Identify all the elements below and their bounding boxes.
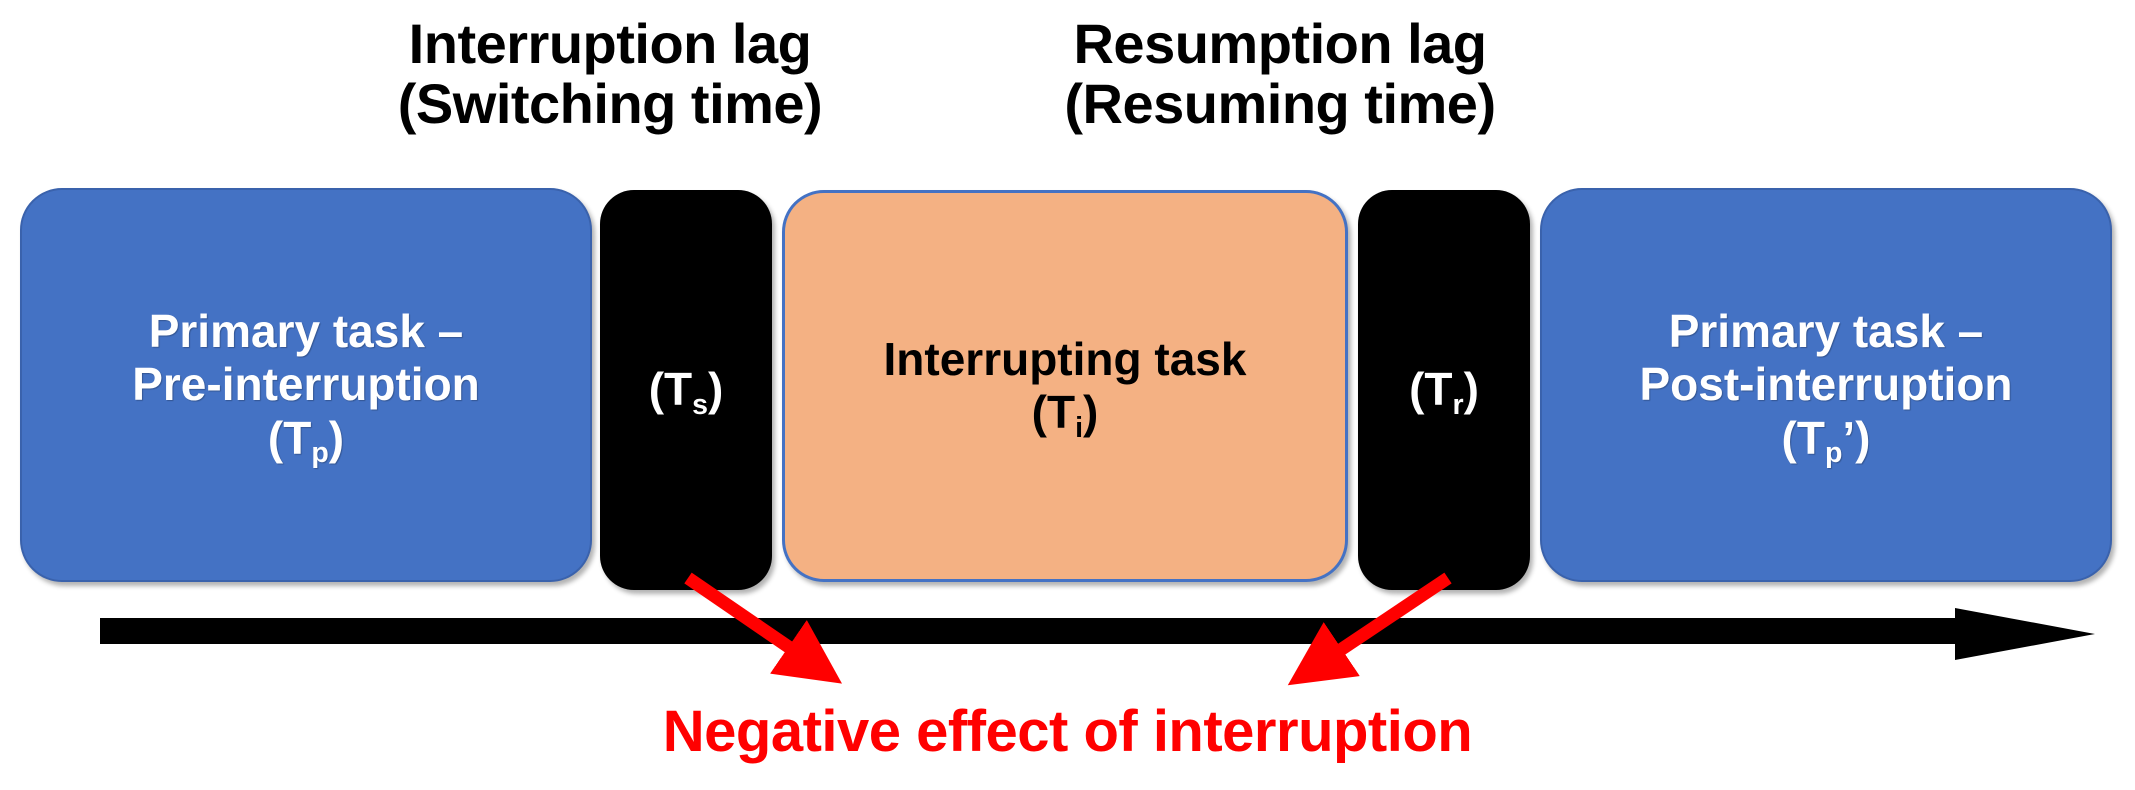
- resumption-lag-label: Resumption lag (Resuming time): [1000, 12, 1560, 136]
- post-symbol: (Tp’): [1781, 411, 1871, 470]
- interrupting-task-text: Interrupting task (Ti): [874, 332, 1257, 444]
- pre-symbol-sub: p: [311, 437, 329, 470]
- pre-line1: Primary task –: [148, 304, 464, 357]
- interruption-lag-line2: (Switching time): [397, 72, 823, 136]
- primary-task-post-interruption-text: Primary task – Post-interruption (Tp’): [1629, 304, 2022, 470]
- post-line1: Primary task –: [1668, 304, 1984, 357]
- resuming-time-symbol: (Tr): [1399, 363, 1489, 421]
- interrupting-line1: Interrupting task: [883, 332, 1247, 385]
- pre-line2: Pre-interruption: [132, 358, 480, 411]
- primary-task-post-interruption-box: Primary task – Post-interruption (Tp’): [1540, 188, 2112, 582]
- post-symbol-close: ’): [1842, 411, 1871, 464]
- post-symbol-sub: p: [1824, 437, 1843, 470]
- ts-symbol-open: (T: [648, 363, 693, 416]
- interrupting-symbol: (Ti): [1031, 386, 1099, 444]
- primary-task-pre-interruption-box: Primary task – Pre-interruption (Tp): [20, 188, 592, 582]
- interruption-lag-label: Interruption lag (Switching time): [330, 12, 890, 136]
- ts-symbol-sub: s: [692, 388, 708, 421]
- resumption-lag-line2: (Resuming time): [1064, 72, 1496, 136]
- interrupting-task-box: Interrupting task (Ti): [782, 190, 1348, 582]
- resuming-time-box: (Tr): [1358, 190, 1530, 590]
- pre-symbol: (Tp): [267, 411, 345, 470]
- tr-symbol-close: ): [1463, 363, 1479, 416]
- negative-effect-caption: Negative effect of interruption: [662, 699, 1473, 764]
- primary-task-pre-interruption-text: Primary task – Pre-interruption (Tp): [122, 304, 490, 470]
- ts-symbol-close: ): [707, 363, 724, 416]
- ti-symbol-open: (T: [1031, 386, 1076, 438]
- resumption-lag-line1: Resumption lag: [1073, 12, 1487, 75]
- tr-symbol-open: (T: [1409, 363, 1453, 416]
- switching-time-box: (Ts): [600, 190, 772, 590]
- post-symbol-open: (T: [1781, 411, 1825, 464]
- ti-symbol-close: ): [1083, 386, 1099, 438]
- time-axis-arrow-icon: [100, 608, 2095, 660]
- pre-symbol-close: ): [328, 411, 345, 464]
- interruption-lag-line1: Interruption lag: [408, 12, 812, 75]
- post-line2: Post-interruption: [1639, 358, 2013, 411]
- ti-symbol-sub: i: [1075, 411, 1084, 444]
- pre-symbol-open: (T: [267, 411, 312, 464]
- tr-symbol-sub: r: [1452, 388, 1464, 421]
- switching-time-symbol: (Ts): [639, 363, 734, 421]
